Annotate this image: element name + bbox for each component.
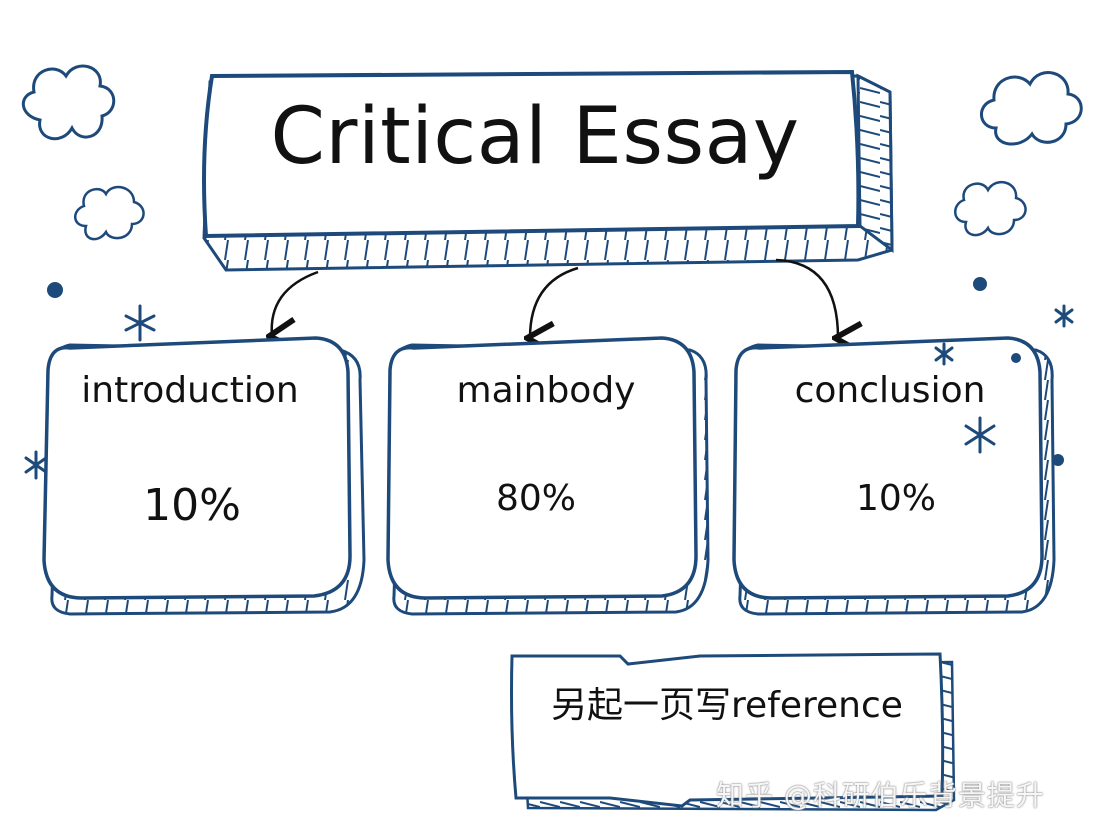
title-banner [202,69,894,272]
box-conclusion-value: 10% [855,478,936,519]
cloud-icon [954,180,1027,237]
cloud-icon [74,185,145,241]
box-mainbody-label: mainbody [456,370,636,411]
diagram-title: Critical Essay [270,92,800,182]
box-conclusion-shape [732,336,1056,616]
arrow-conclusion [775,258,838,338]
arrow-mainbody [530,266,579,338]
cloud-icon [22,64,116,141]
dot-icon [47,277,1064,466]
cloud-icon [980,71,1083,146]
box-introduction-shape [42,336,366,616]
box-introduction-label: introduction [81,370,299,411]
arrow-introduction [272,270,319,336]
watermark: 知乎 @科研伯乐背景提升 [716,779,1045,812]
arrows [272,258,838,338]
star-icon [24,304,1074,480]
box-introduction-value: 10% [143,480,241,531]
box-mainbody-value: 80% [495,478,576,519]
box-conclusion-label: conclusion [794,370,986,411]
reference-note: 另起一页写reference [551,685,903,726]
note-box-shape [510,652,956,812]
box-mainbody-shape [386,336,710,616]
